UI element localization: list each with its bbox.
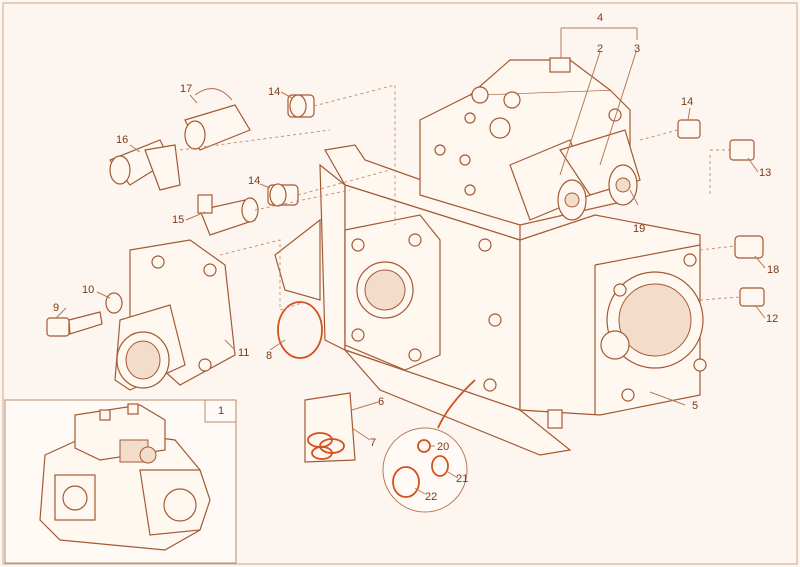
callout-3: 3 <box>634 43 640 55</box>
pump-housing <box>274 144 572 456</box>
callout-16: 16 <box>116 134 128 146</box>
callout-21: 21 <box>456 473 468 485</box>
valve-block <box>419 57 641 226</box>
callout-13: 13 <box>759 167 771 179</box>
fitting-15 <box>197 194 259 236</box>
fitting-16 <box>109 139 181 191</box>
callout-4: 4 <box>597 12 603 24</box>
callout-7: 7 <box>370 437 376 449</box>
fitting-14-right <box>677 119 701 139</box>
callout-9: 9 <box>53 302 59 314</box>
washer-10 <box>105 292 123 314</box>
bolt-9 <box>46 311 103 337</box>
seal-kit-bag <box>304 392 356 463</box>
callout-1: 1 <box>218 405 224 417</box>
fitting-13 <box>729 139 755 161</box>
fitting-18 <box>734 235 764 259</box>
fitting-14-left-top <box>287 94 315 118</box>
callout-14-mid-left: 14 <box>248 175 260 187</box>
callout-20: 20 <box>437 441 449 453</box>
seal-detail-circle <box>382 379 476 513</box>
leader-lines <box>55 27 766 495</box>
callout-6: 6 <box>378 396 384 408</box>
callout-19: 19 <box>633 223 645 235</box>
callout-18: 18 <box>767 264 779 276</box>
callout-17: 17 <box>180 83 192 95</box>
callout-12: 12 <box>766 313 778 325</box>
callout-14-top-left: 14 <box>268 86 280 98</box>
callout-15: 15 <box>172 214 184 226</box>
fitting-12 <box>739 287 765 307</box>
callout-8: 8 <box>266 350 272 362</box>
fitting-14-left-mid <box>267 183 299 207</box>
callout-2: 2 <box>597 43 603 55</box>
assembly-guide-lines <box>179 84 741 311</box>
o-ring-8 <box>277 301 323 359</box>
fitting-17 <box>184 88 251 151</box>
callout-10: 10 <box>82 284 94 296</box>
callout-11: 11 <box>238 347 249 359</box>
inset-overview <box>4 399 237 564</box>
gear-pump-section <box>478 214 707 429</box>
callout-14-right: 14 <box>681 96 693 108</box>
callout-5: 5 <box>692 400 698 412</box>
flange-11 <box>114 239 236 391</box>
callout-22: 22 <box>425 491 437 503</box>
